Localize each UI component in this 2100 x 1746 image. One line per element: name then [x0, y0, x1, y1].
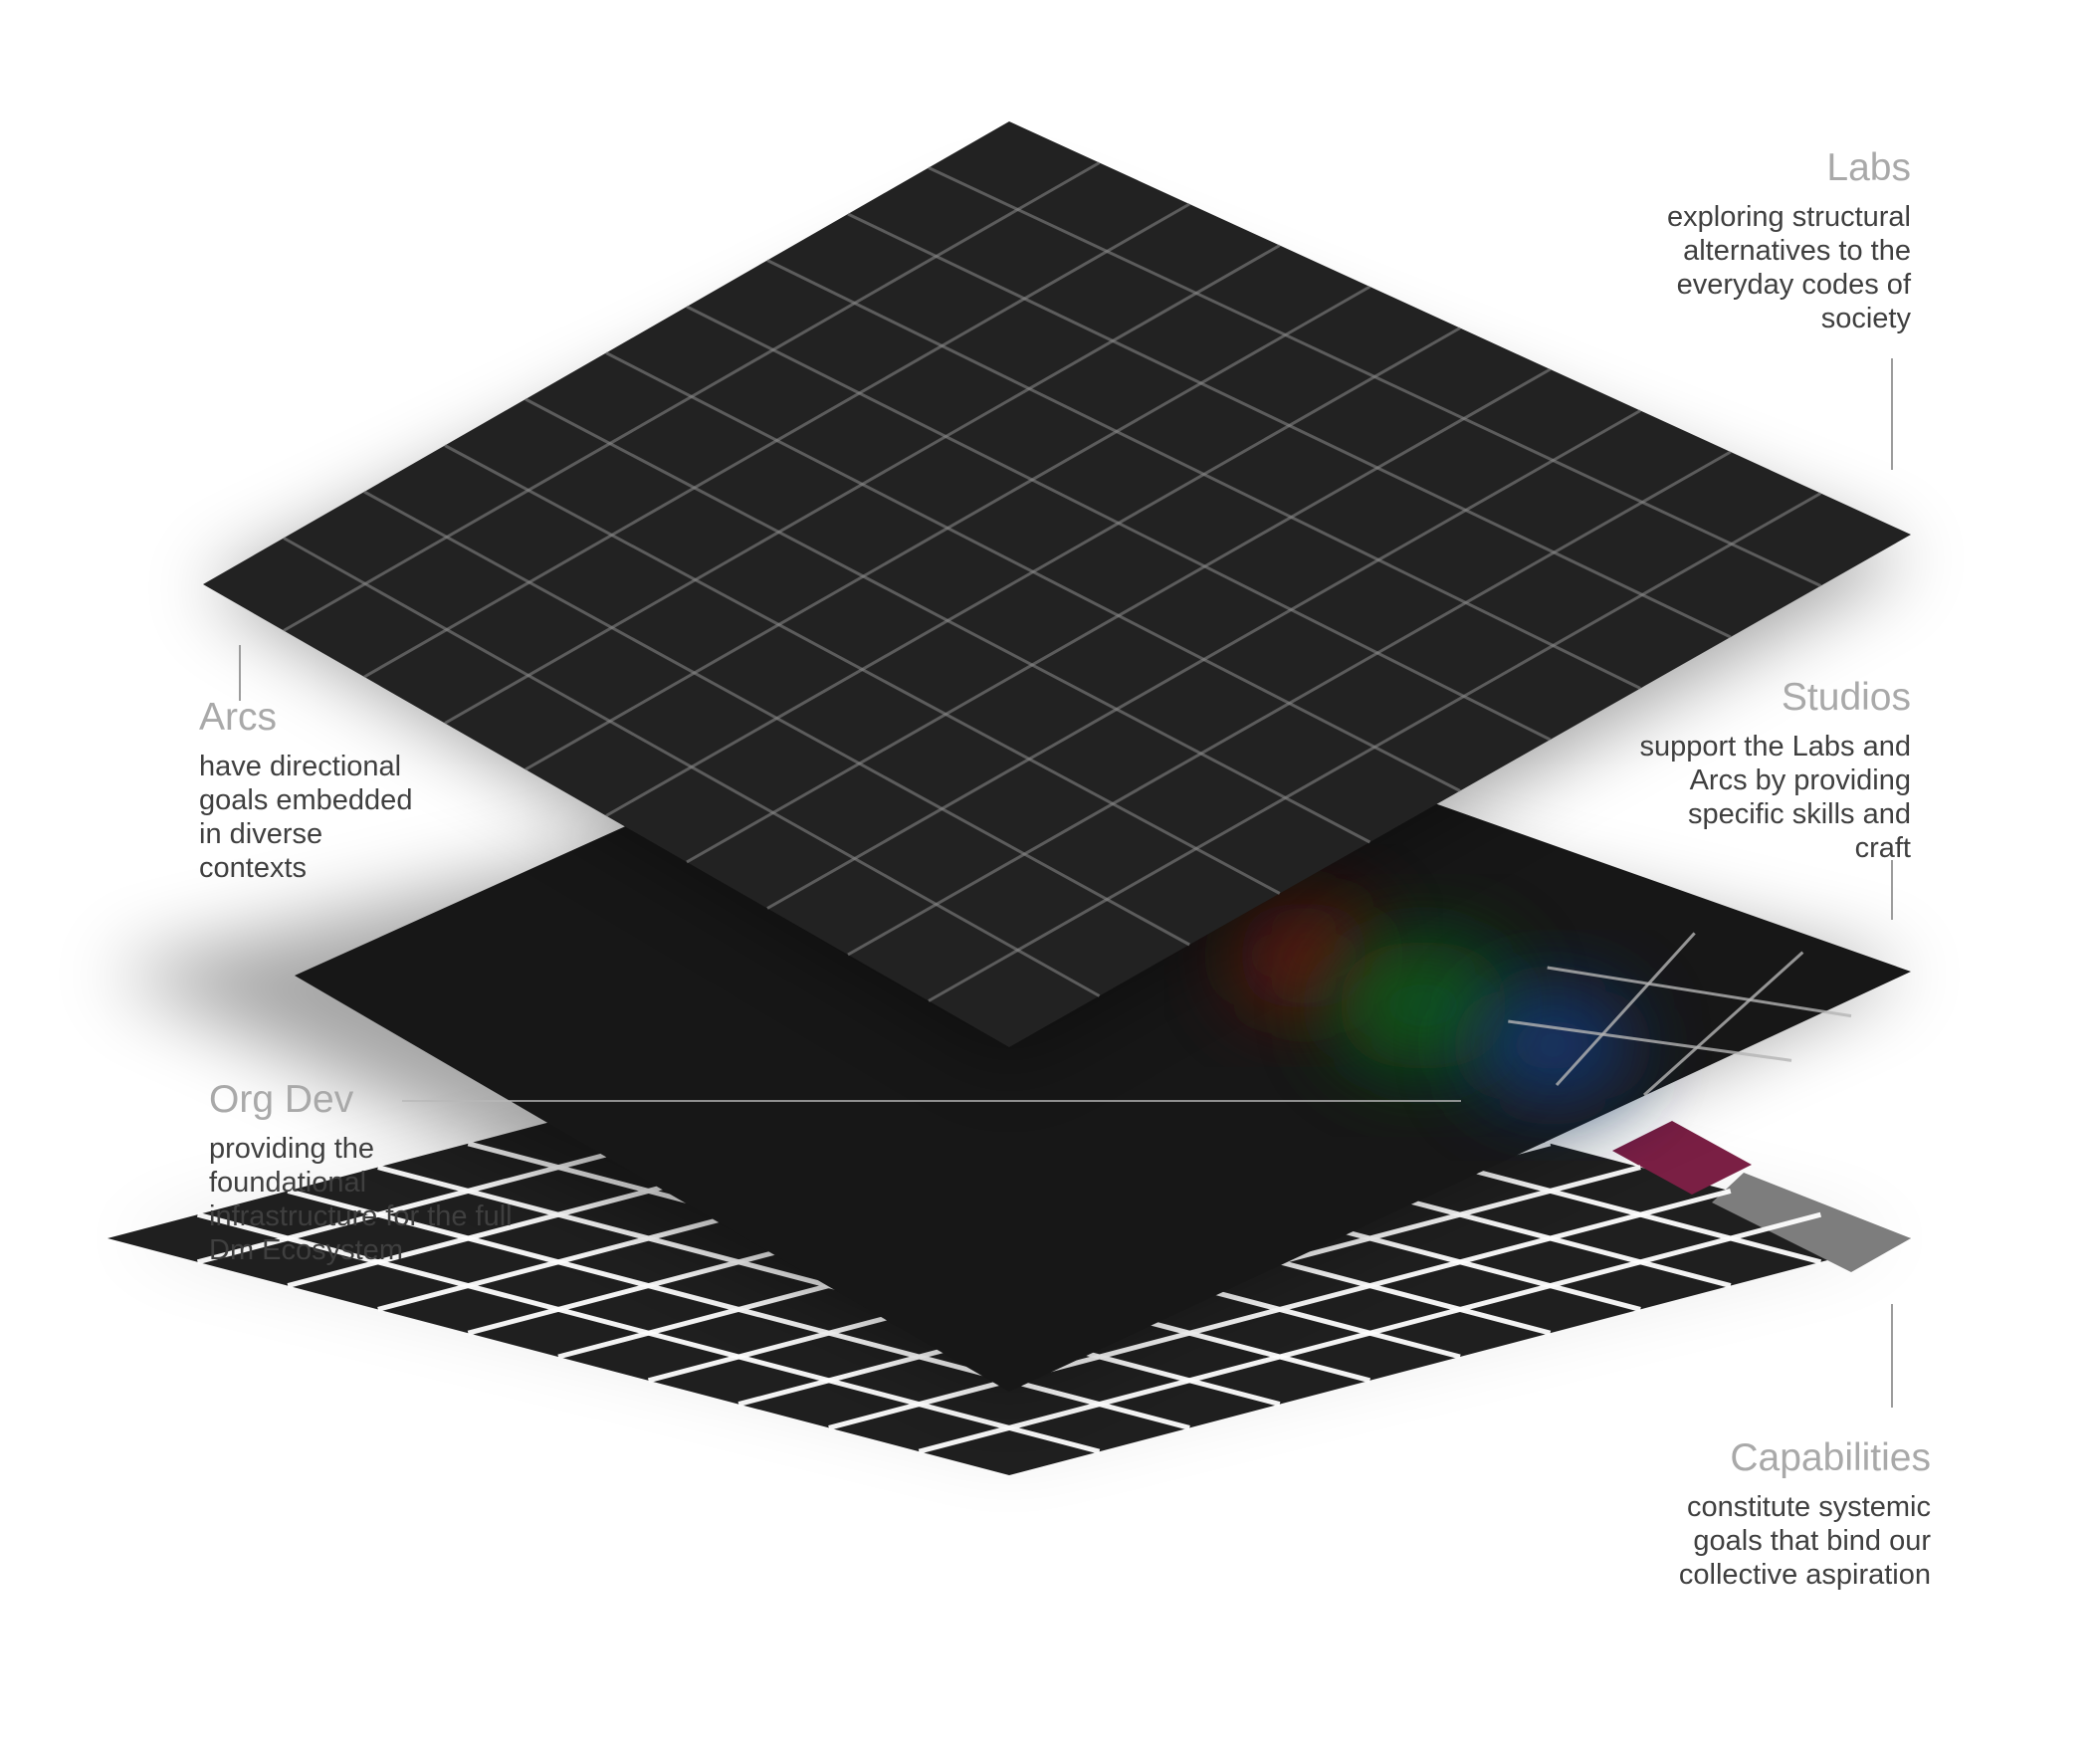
arcs-description: have directional goals embedded in diver… [199, 750, 557, 885]
capGrid-line [828, 1188, 1732, 1430]
arcs-desc-line-1: have directional [199, 750, 402, 782]
org-dev-desc-line-4: Dm Ecosystem [209, 1233, 403, 1266]
studios-description: support the Labs and Arcs by providing s… [1553, 730, 1911, 865]
labs-grid [283, 161, 1822, 1002]
arcs-desc-line-3: in diverse [199, 817, 323, 850]
arcs-title: Arcs [199, 696, 277, 739]
labsGrid-line [847, 450, 1732, 957]
org-dev-title: Org Dev [209, 1078, 354, 1121]
labsGrid-line [766, 259, 1641, 690]
studios-leader-line [1891, 860, 1893, 920]
labsGrid-line [847, 212, 1732, 639]
org-dev-desc-line-1: providing the [209, 1132, 375, 1165]
labsGrid-line [686, 367, 1552, 864]
studGrid-line [1642, 951, 1804, 1097]
capabilities-description: constitute systemic goals that bind our … [1573, 1490, 1931, 1592]
studios-glow [1234, 900, 1632, 1103]
labs-desc-line-4: society [1820, 302, 1911, 334]
arcs-desc-line-4: contexts [199, 851, 307, 884]
studios-annotation: Studios support the Labs and Arcs by pro… [1553, 676, 1911, 865]
labsGrid-line [766, 409, 1641, 910]
org-dev-desc-line-3: infrastructure for the full [209, 1200, 513, 1232]
arcs-leader-line [239, 645, 241, 701]
studios-title: Studios [1781, 676, 1911, 719]
capabilities-desc-line-3: collective aspiration [1678, 1558, 1931, 1591]
labsGrid-line [928, 166, 1822, 587]
org-dev-annotation: Org Dev providing the foundational infra… [209, 1078, 587, 1267]
studGrid-line [1555, 932, 1696, 1087]
labsGrid-line [605, 351, 1461, 792]
studios-desc-line-2: Arcs by providing [1689, 764, 1911, 796]
capabilities-desc-line-1: constitute systemic [1687, 1490, 1931, 1523]
capabilities-title: Capabilities [1730, 1436, 1931, 1479]
labs-layer [203, 121, 1911, 1065]
capabilities-annotation: Capabilities constitute systemic goals t… [1573, 1436, 1931, 1592]
labs-description: exploring structural alternatives to the… [1573, 200, 1911, 335]
labs-desc-line-3: everyday codes of [1676, 268, 1911, 301]
labsGrid-line [686, 305, 1552, 742]
capabilities-accent-grey [1712, 1173, 1911, 1272]
capabilities-desc-line-2: goals that bind our [1693, 1524, 1931, 1557]
labs-title: Labs [1826, 146, 1911, 189]
labs-desc-line-2: alternatives to the [1683, 234, 1911, 267]
arcs-desc-line-2: goals embedded [199, 783, 413, 816]
studios-desc-line-4: craft [1854, 831, 1911, 864]
org-dev-desc-line-2: foundational [209, 1166, 367, 1199]
studGrid-line [1508, 1019, 1792, 1062]
arcs-annotation: Arcs have directional goals embedded in … [199, 696, 557, 885]
studGrid-line [1547, 966, 1852, 1018]
capabilities-leader-line [1891, 1304, 1893, 1408]
capGrid-line [918, 1211, 1822, 1454]
labs-desc-line-1: exploring structural [1667, 200, 1911, 233]
studios-desc-line-3: specific skills and [1687, 797, 1911, 830]
capabilities-accent-magenta [1612, 1121, 1752, 1195]
labs-leader-line [1891, 358, 1893, 470]
labsGrid-line [928, 492, 1822, 1002]
studios-grid-edge [1508, 932, 1852, 1097]
org-dev-description: providing the foundational infrastructur… [209, 1132, 587, 1267]
labs-annotation: Labs exploring structural alternatives t… [1573, 146, 1911, 335]
studios-desc-line-1: support the Labs and [1639, 730, 1911, 763]
